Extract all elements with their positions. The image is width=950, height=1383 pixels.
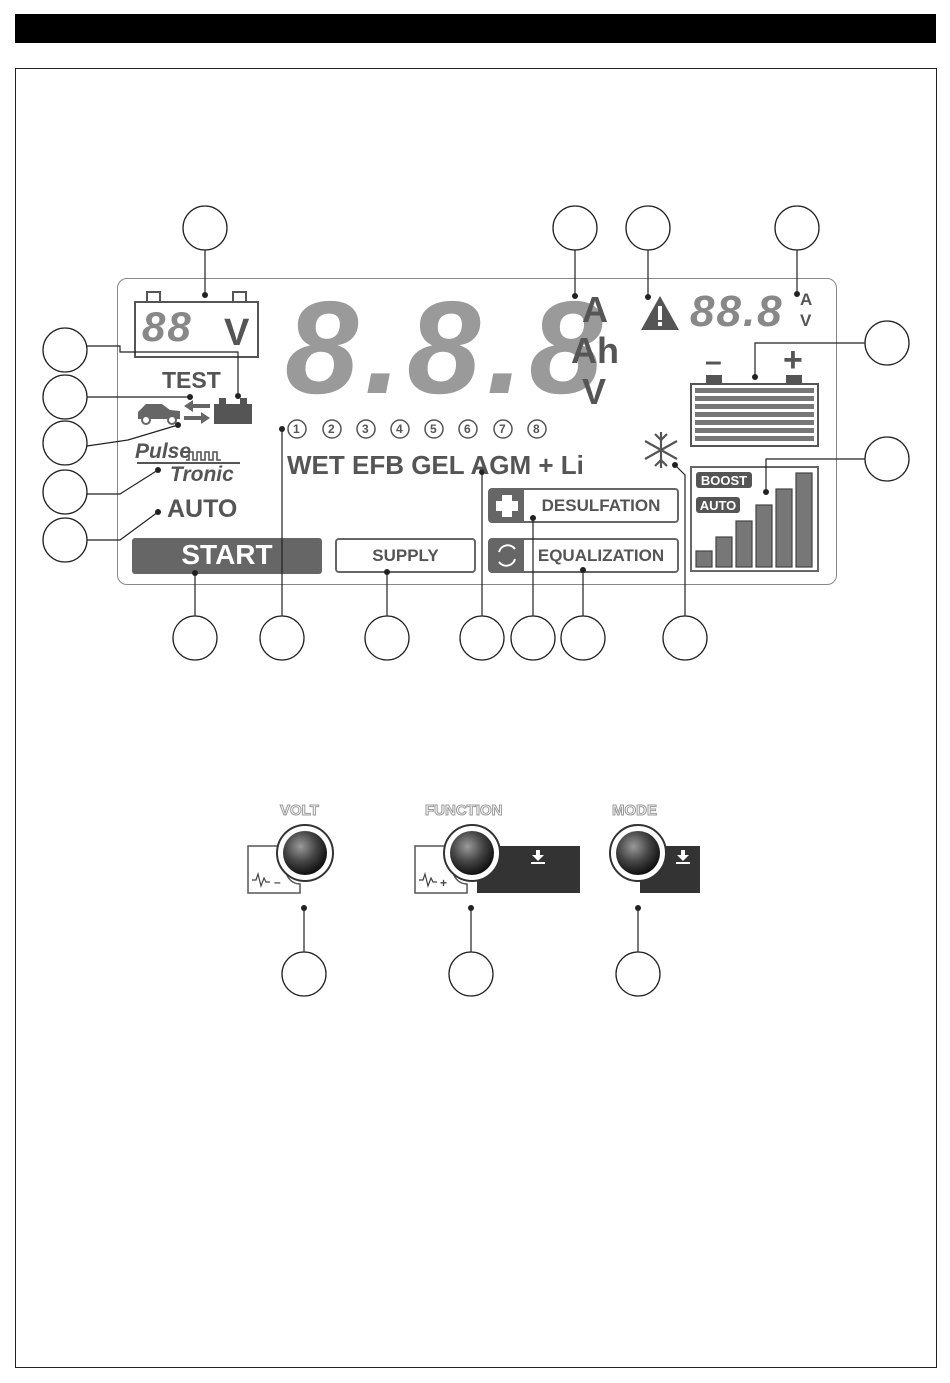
volt-label: VOLT bbox=[280, 802, 319, 819]
supply-label: SUPPLY bbox=[336, 546, 475, 566]
battery-icon bbox=[214, 398, 252, 424]
warning-icon bbox=[641, 296, 679, 330]
car-icon bbox=[138, 404, 180, 424]
tronic-label: Tronic bbox=[170, 463, 234, 487]
right-unit-a: A bbox=[800, 290, 812, 310]
unit-a: A bbox=[582, 289, 608, 331]
battery-level-icon bbox=[691, 375, 818, 446]
step-6: 6 bbox=[464, 422, 471, 436]
small-voltage-digits: 88 bbox=[142, 303, 193, 351]
right-digits: 88.8 bbox=[690, 287, 784, 337]
small-voltage-unit: V bbox=[224, 312, 249, 355]
bar-auto-label: AUTO bbox=[696, 498, 740, 513]
auto-label: AUTO bbox=[167, 495, 237, 524]
mode-knob[interactable] bbox=[610, 825, 666, 881]
step-8: 8 bbox=[533, 422, 540, 436]
step-1: 1 bbox=[293, 422, 300, 436]
volt-knob[interactable] bbox=[277, 825, 333, 881]
battery-minus: – bbox=[705, 345, 722, 379]
start-label: START bbox=[132, 539, 322, 571]
function-knob[interactable] bbox=[444, 825, 500, 881]
desulfation-label: DESULFATION bbox=[524, 496, 678, 516]
unit-v: V bbox=[582, 371, 606, 413]
pulse-label: Pulse bbox=[135, 440, 191, 464]
svg-text:+: + bbox=[440, 876, 447, 890]
battery-plus: + bbox=[783, 341, 803, 380]
unit-ah: Ah bbox=[571, 330, 619, 372]
test-label: TEST bbox=[162, 367, 221, 394]
step-5: 5 bbox=[430, 422, 437, 436]
step-3: 3 bbox=[362, 422, 369, 436]
step-4: 4 bbox=[396, 422, 403, 436]
svg-text:–: – bbox=[274, 875, 281, 889]
battery-types: WET EFB GEL AGM + Li bbox=[287, 450, 584, 481]
equalization-label: EQUALIZATION bbox=[524, 546, 678, 566]
step-2: 2 bbox=[328, 422, 335, 436]
arrows-icon bbox=[184, 400, 210, 424]
mode-label: MODE bbox=[612, 802, 657, 819]
step-7: 7 bbox=[499, 422, 506, 436]
right-unit-v: V bbox=[800, 311, 811, 331]
snowflake-icon bbox=[645, 432, 677, 468]
boost-label: BOOST bbox=[696, 473, 752, 488]
main-digits: 8.8.8 bbox=[285, 272, 609, 423]
pulse-wave-icon bbox=[186, 452, 221, 460]
function-label: FUNCTION bbox=[425, 802, 503, 819]
